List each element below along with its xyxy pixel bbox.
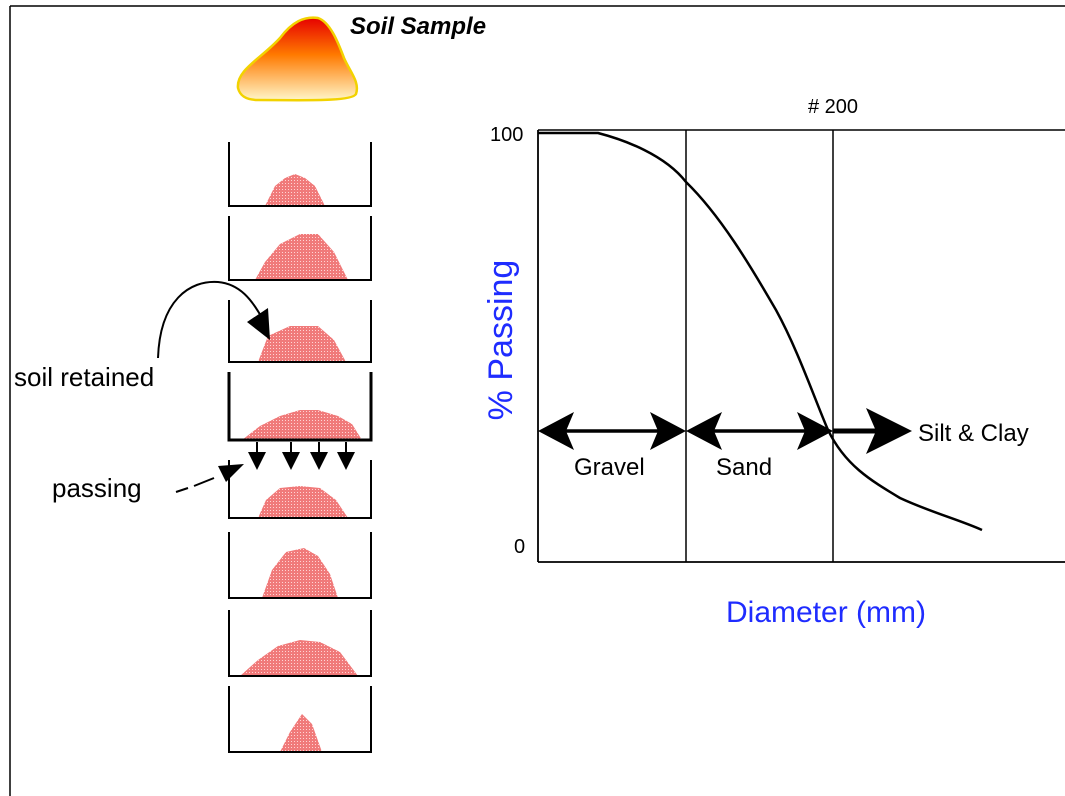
- soil-pile: [258, 326, 346, 362]
- silt-clay-arrowhead: [866, 408, 912, 454]
- grain-size-chart: 100 0 # 200 % Passing Diameter (mm) Grav…: [482, 96, 1065, 629]
- x-axis-label: Diameter (mm): [726, 596, 926, 629]
- sand-label: Sand: [716, 454, 772, 481]
- sieve-tray: [227, 372, 373, 442]
- soil-retained-arrowhead: [247, 308, 270, 340]
- gravel-zone-arrow: [538, 412, 686, 450]
- soil-pile: [240, 640, 358, 676]
- soil-sample: Soil Sample: [236, 13, 486, 102]
- gravel-arrowhead-left: [538, 412, 574, 450]
- silt-clay-label: Silt & Clay: [918, 420, 1029, 447]
- sieve-tray: [228, 300, 372, 363]
- passing-arrowhead: [218, 464, 244, 482]
- passing-small-arrowhead: [282, 452, 300, 470]
- grain-size-curve: [538, 131, 983, 532]
- soil-sample-pile: [236, 16, 359, 102]
- soil-pile: [280, 714, 322, 752]
- soil-sample-label: Soil Sample: [350, 13, 486, 40]
- passing-arrow-dash-2: [193, 477, 215, 487]
- sieve-tray: [228, 610, 372, 677]
- passing-small-arrowhead: [337, 452, 355, 470]
- soil-retained-label: soil retained: [14, 362, 154, 392]
- sieve: [228, 300, 372, 363]
- soil-pile: [258, 486, 348, 518]
- soil-pile: [242, 410, 362, 440]
- passing-small-arrowhead: [310, 452, 328, 470]
- y-tick-0: 0: [514, 536, 525, 558]
- passing-small-arrowhead: [248, 452, 266, 470]
- silt-clay-zone-arrow: [833, 408, 912, 454]
- soil-pile: [262, 548, 338, 598]
- soil-pile: [265, 174, 325, 206]
- gravel-arrowhead-right: [650, 412, 686, 450]
- sieve: [228, 532, 372, 599]
- no200-label: # 200: [808, 96, 858, 118]
- sand-arrowhead-right: [797, 412, 833, 450]
- sand-zone-arrow: [686, 412, 833, 450]
- sieve: [228, 142, 372, 207]
- sieve: [228, 460, 372, 519]
- sieve-tray: [228, 142, 372, 207]
- sieve: [228, 610, 372, 677]
- y-tick-100: 100: [490, 124, 523, 146]
- sieve: [228, 216, 372, 281]
- sieve-tray: [228, 686, 372, 753]
- sand-arrowhead-left: [686, 412, 722, 450]
- sieve-tray: [228, 216, 372, 281]
- passing-label: passing: [52, 473, 142, 503]
- gravel-label: Gravel: [574, 454, 645, 481]
- soil-retained-arrow: [157, 280, 263, 359]
- sieve-tray: [228, 460, 372, 519]
- sieve-stack: [227, 142, 373, 753]
- y-axis-label: % Passing: [482, 260, 520, 421]
- sieve: [227, 372, 373, 442]
- passing-arrow-dash-1: [175, 487, 189, 493]
- sieve-tray: [228, 532, 372, 599]
- soil-pile: [255, 234, 348, 280]
- passing-annotation: passing: [52, 464, 244, 503]
- sieve: [228, 686, 372, 753]
- soil-retained-annotation: soil retained: [14, 280, 270, 392]
